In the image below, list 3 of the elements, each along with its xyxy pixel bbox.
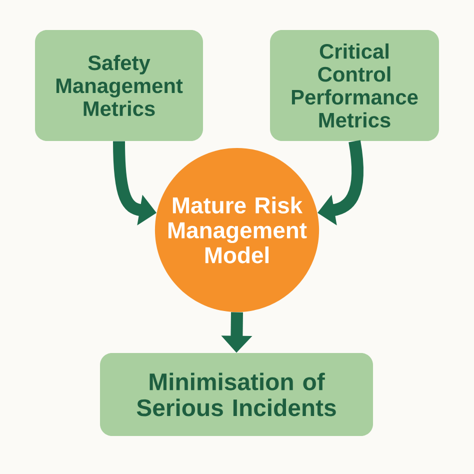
- metric-box: Critical Control Performance Metrics: [270, 30, 439, 141]
- metric-box: Safety Management Metrics: [35, 30, 203, 141]
- outcome-box: Minimisation of Serious Incidents: [100, 353, 373, 436]
